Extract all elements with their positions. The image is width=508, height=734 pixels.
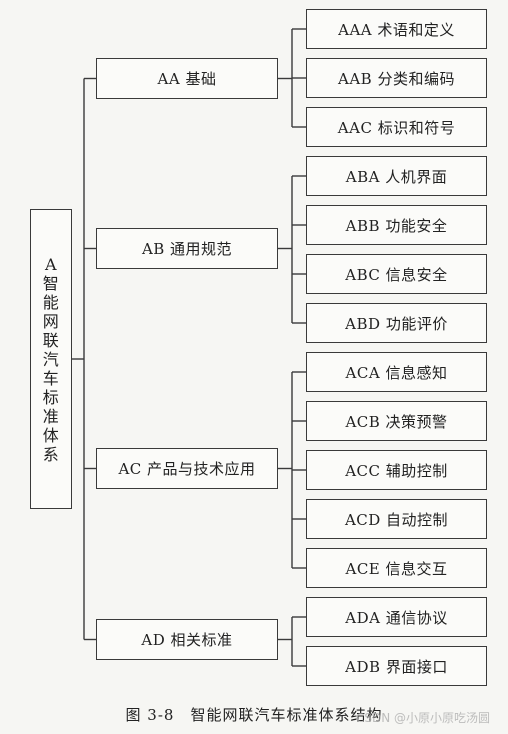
- category-ab: AB 通用规范: [96, 228, 278, 269]
- leaf-ada: ADA 通信协议: [306, 597, 487, 637]
- leaf-aab: AAB 分类和编码: [306, 58, 487, 98]
- root-code: A: [44, 254, 58, 274]
- leaf-acc: ACC 辅助控制: [306, 450, 487, 490]
- category-ac: AC 产品与技术应用: [96, 448, 278, 489]
- root-char: 车: [42, 368, 60, 388]
- category-aa: AA 基础: [96, 58, 278, 99]
- leaf-aca: ACA 信息感知: [306, 352, 487, 392]
- leaf-abb: ABB 功能安全: [306, 205, 487, 245]
- leaf-ace: ACE 信息交互: [306, 548, 487, 588]
- root-node: A 智 能 网 联 汽 车 标 准 体 系: [30, 209, 72, 509]
- root-char: 网: [42, 311, 60, 331]
- leaf-aba: ABA 人机界面: [306, 156, 487, 196]
- leaf-abd: ABD 功能评价: [306, 303, 487, 343]
- leaf-aac: AAC 标识和符号: [306, 107, 487, 147]
- leaf-acb: ACB 决策预警: [306, 401, 487, 441]
- root-char: 汽: [42, 349, 60, 369]
- root-char: 系: [42, 444, 60, 464]
- figure-caption: 图 3-8 智能网联汽车标准体系结构: [125, 706, 383, 724]
- root-char: 智: [42, 273, 60, 293]
- leaf-aaa: AAA 术语和定义: [306, 9, 487, 49]
- root-char: 能: [42, 292, 60, 312]
- root-char: 体: [42, 425, 60, 445]
- root-char: 准: [42, 406, 60, 426]
- watermark: CSDN @小原小原吃汤圆: [355, 711, 490, 725]
- root-char: 标: [42, 387, 60, 407]
- root-char: 联: [42, 330, 60, 350]
- category-ad: AD 相关标准: [96, 619, 278, 660]
- leaf-adb: ADB 界面接口: [306, 646, 487, 686]
- leaf-acd: ACD 自动控制: [306, 499, 487, 539]
- leaf-abc: ABC 信息安全: [306, 254, 487, 294]
